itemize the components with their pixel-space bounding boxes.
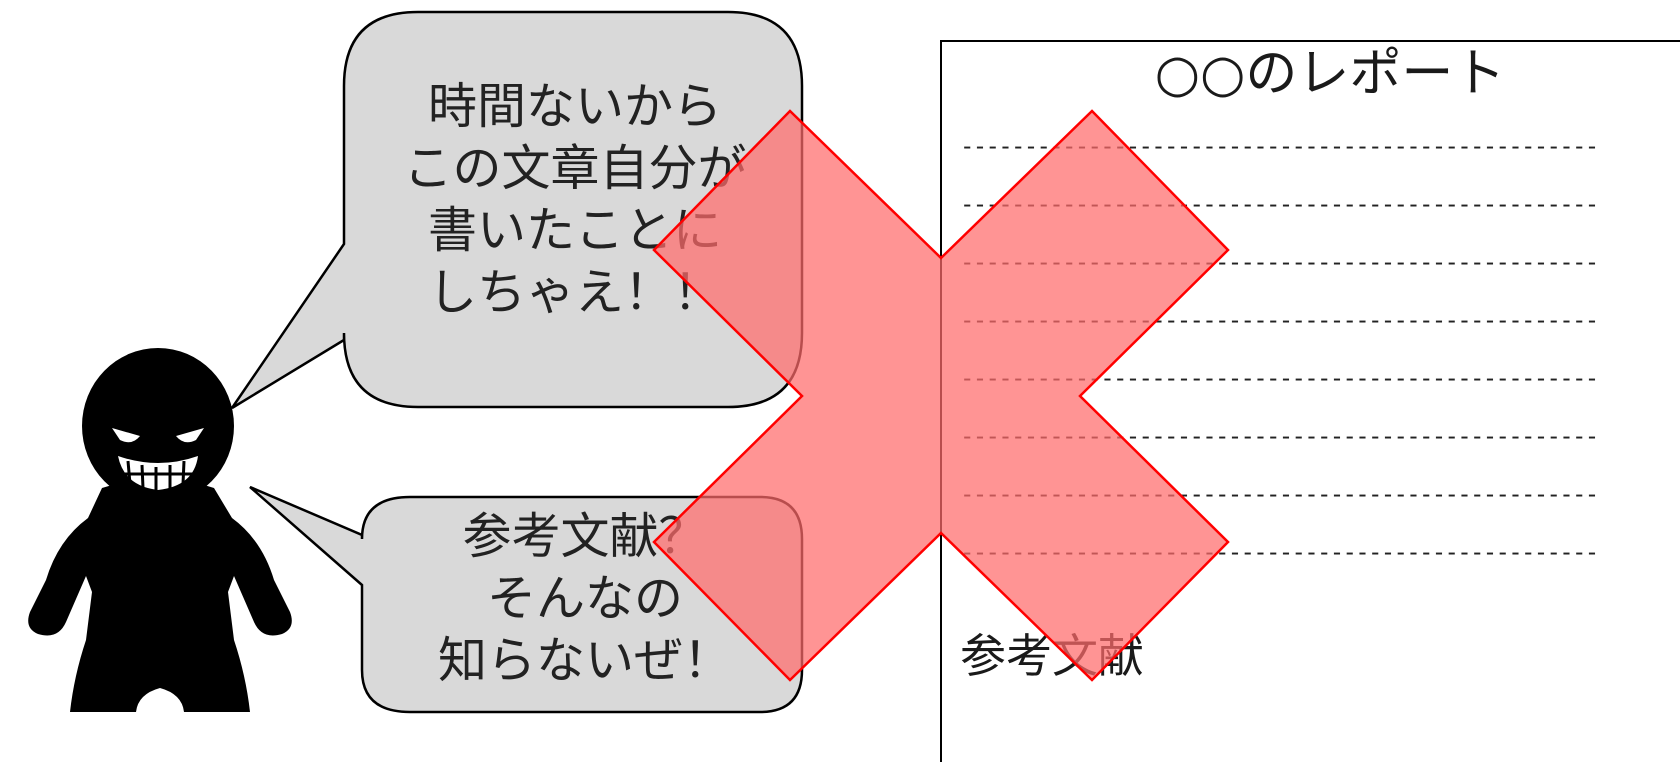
bubble-top-line: この文章自分が: [403, 140, 747, 197]
villain-figure-icon: [28, 348, 292, 712]
speech-bubble-top: [230, 10, 804, 410]
bubble-bottom-line: そんなの: [486, 570, 683, 627]
report-title: ○○のレポート: [1154, 44, 1506, 104]
speech-bubble-top-text: 時間ないから この文章自分が 書いたことに しちゃえ！！: [365, 76, 785, 324]
bubble-bottom-line: 知らないぜ！: [437, 632, 732, 689]
bubble-top-line: 時間ないから: [427, 78, 722, 135]
bubble-top-line: しちゃえ！！: [427, 264, 722, 321]
